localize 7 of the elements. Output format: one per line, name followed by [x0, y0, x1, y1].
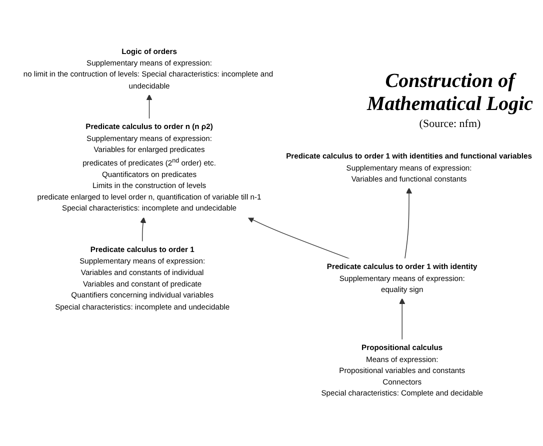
arrow: [399, 298, 406, 340]
source-note: (Source: nfm): [418, 118, 482, 130]
arrow: [248, 217, 350, 260]
arrow: [404, 188, 412, 260]
arrow: [140, 217, 146, 242]
diagram-title: Construction of Mathematical Logic: [366, 70, 534, 116]
arrow: [146, 94, 152, 120]
